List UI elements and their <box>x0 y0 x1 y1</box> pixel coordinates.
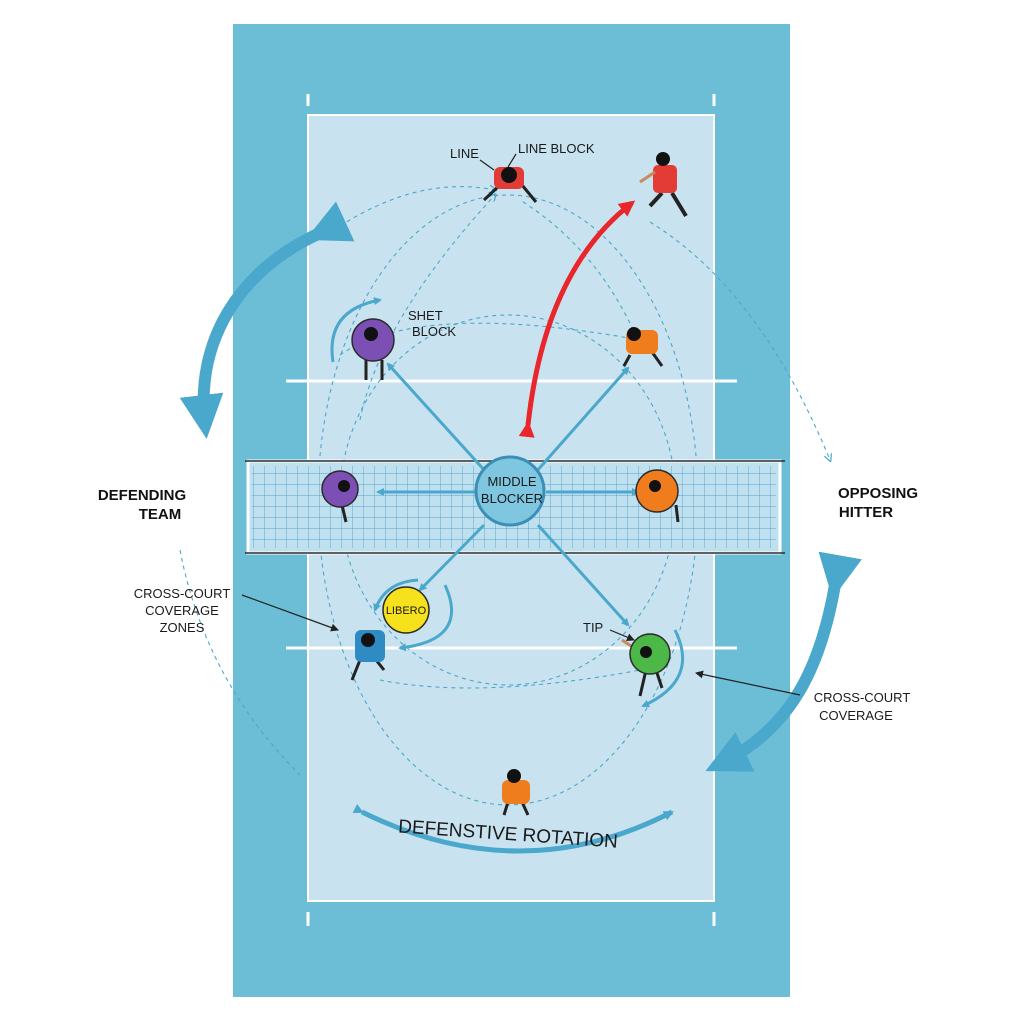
player-opposing-hitter <box>639 152 688 218</box>
player-left-back <box>350 630 386 681</box>
line-label: LINE <box>450 146 479 161</box>
middle-blocker-label-2: BLOCKER <box>481 491 543 506</box>
player-net-right <box>635 469 680 523</box>
player-tip-defender <box>621 633 671 697</box>
cross-court-coverage-label-1: CROSS-COURT <box>814 690 911 705</box>
libero-label: LIBERO <box>386 605 427 617</box>
court-tick-marks <box>306 94 716 926</box>
player-right-defender <box>622 327 664 367</box>
middle-blocker-marker <box>474 455 546 527</box>
middle-blocker-label-1: MIDDLE <box>487 474 536 489</box>
player-libero: LIBERO <box>382 586 430 634</box>
line-block-label: LINE BLOCK <box>518 141 595 156</box>
right-rotation-arrow <box>705 551 862 772</box>
attack-path-arrow <box>518 200 636 438</box>
cross-court-zones-label-2: COVERAGE <box>145 603 219 618</box>
player-back-row <box>502 769 530 816</box>
line-callout <box>479 159 495 171</box>
player-left-blocker <box>351 318 395 380</box>
player-net-left <box>321 470 359 523</box>
shet-block-label-2: BLOCK <box>412 324 456 339</box>
defending-team-label-2: TEAM <box>139 506 182 523</box>
cross-court-coverage-callout <box>695 670 801 696</box>
player-curl-arrows <box>330 297 685 708</box>
cross-court-zones-label-1: CROSS-COURT <box>134 586 231 601</box>
defending-team-label-1: DEFENDING <box>98 487 186 504</box>
line-block-callout <box>507 153 517 168</box>
tip-label: TIP <box>583 620 603 635</box>
cross-court-zones-callout <box>241 594 339 632</box>
cross-court-zones-label-3: ZONES <box>160 620 205 635</box>
tip-callout <box>609 629 635 641</box>
player-line-blocker <box>482 167 538 203</box>
shet-block-label-1: SHET <box>408 308 443 323</box>
middle-blocker-arrows <box>376 362 640 627</box>
opposing-hitter-label-1: OPPOSING <box>838 485 918 502</box>
opposing-hitter-label-2: HITTER <box>839 504 893 521</box>
left-rotation-arrow <box>179 201 355 439</box>
cross-court-coverage-label-2: COVERAGE <box>819 708 893 723</box>
defensive-rotation-arrow <box>352 803 674 854</box>
